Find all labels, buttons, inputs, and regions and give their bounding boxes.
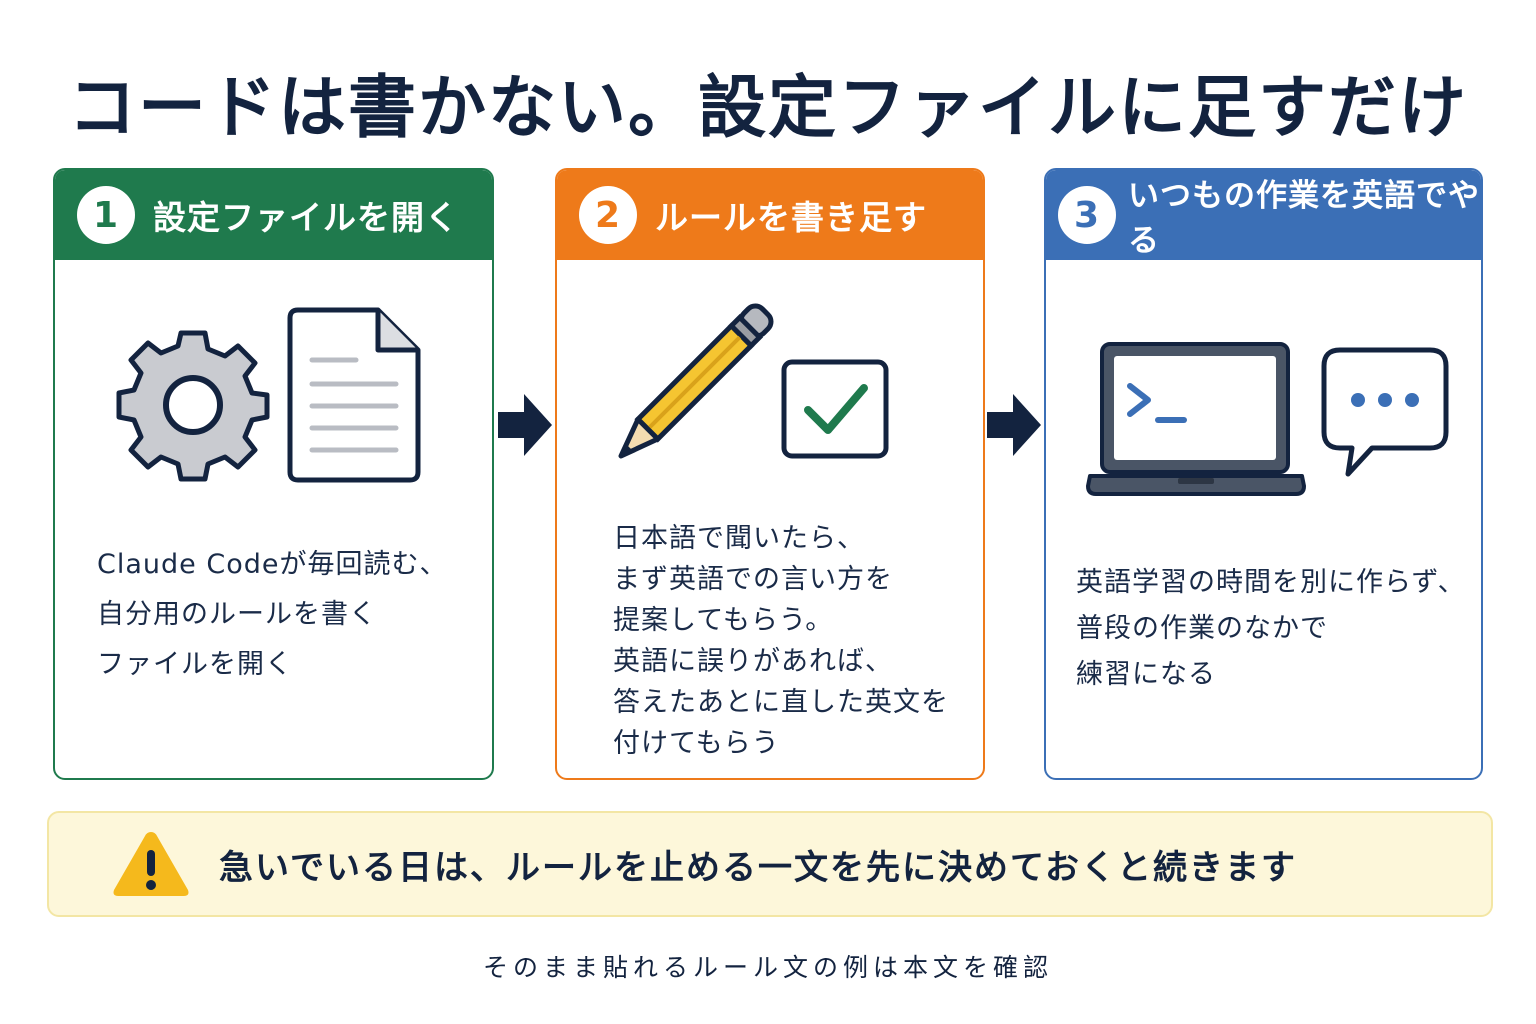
- step-3-illustration: [1086, 342, 1449, 496]
- step-3-header: 3 いつもの作業を英語でやる: [1046, 170, 1481, 260]
- step-3-line: 英語学習の時間を別に作らず、: [1076, 567, 1466, 598]
- step-1-title: 設定ファイルを開く: [153, 198, 459, 237]
- arrow-right-icon: [498, 394, 552, 456]
- step-1-line: 自分用のルールを書く: [97, 599, 377, 630]
- page-title: コードは書かない。設定ファイルに足すだけ: [67, 69, 1468, 148]
- arrow-right-icon: [987, 394, 1041, 456]
- step-3-description: 英語学習の時間を別に作らず、 普段の作業のなかで 練習になる: [1076, 560, 1466, 698]
- step-1-card: 1 設定ファイルを開く: [53, 168, 494, 780]
- laptop-terminal-icon: [1086, 342, 1306, 496]
- step-2-number: 2: [579, 186, 637, 244]
- step-2-header: 2 ルールを書き足す: [557, 170, 983, 260]
- step-3-title: いつもの作業を英語でやる: [1128, 178, 1480, 259]
- step-1-line: ファイルを開く: [97, 649, 293, 680]
- step-2-line: まず英語での言い方を: [613, 564, 893, 595]
- step-2-card: 2 ルールを書き足す 日本語で聞いたら、 まず英語での言い方を 提案してもらう。…: [555, 168, 985, 780]
- step-2-body: 日本語で聞いたら、 まず英語での言い方を 提案してもらう。 英語に誤りがあれば、…: [557, 260, 983, 778]
- step-2-line: 答えたあとに直した英文を: [613, 687, 949, 718]
- step-2-description: 日本語で聞いたら、 まず英語での言い方を 提案してもらう。 英語に誤りがあれば、…: [613, 518, 949, 764]
- step-1-description: Claude Codeが毎回読む、 自分用のルールを書く ファイルを開く: [97, 540, 447, 690]
- checkbox-icon: [781, 359, 889, 459]
- step-1-body: Claude Codeが毎回読む、 自分用のルールを書く ファイルを開く: [55, 260, 492, 778]
- step-2-line: 提案してもらう。: [613, 605, 834, 636]
- step-1-number: 1: [77, 186, 135, 244]
- gear-icon: [116, 330, 270, 482]
- warning-text: 急いでいる日は、ルールを止める一文を先に決めておくと続きます: [219, 847, 1297, 888]
- pencil-icon: [618, 303, 774, 459]
- document-icon: [287, 307, 421, 483]
- step-3-line: 普段の作業のなかで: [1076, 613, 1328, 644]
- step-1-header: 1 設定ファイルを開く: [55, 170, 492, 260]
- step-3-line: 練習になる: [1076, 659, 1216, 690]
- step-3-card: 3 いつもの作業を英語でやる 英語学習の時間を別に作らず、 普段の作業のなかで: [1044, 168, 1483, 780]
- warning-icon: [113, 832, 189, 896]
- step-3-number: 3: [1058, 186, 1116, 244]
- warning-banner: 急いでいる日は、ルールを止める一文を先に決めておくと続きます: [47, 811, 1493, 917]
- step-2-line: 付けてもらう: [613, 728, 780, 759]
- step-1-line: Claude Codeが毎回読む、: [97, 549, 448, 580]
- chat-bubble-icon: [1321, 347, 1449, 477]
- step-2-line: 英語に誤りがあれば、: [613, 646, 893, 677]
- step-2-title: ルールを書き足す: [655, 198, 927, 237]
- step-2-line: 日本語で聞いたら、: [613, 523, 865, 554]
- footer-note: そのまま貼れるルール文の例は本文を確認: [482, 953, 1053, 982]
- step-1-illustration: [116, 307, 421, 483]
- step-3-body: 英語学習の時間を別に作らず、 普段の作業のなかで 練習になる: [1046, 260, 1481, 778]
- step-2-illustration: [618, 303, 889, 459]
